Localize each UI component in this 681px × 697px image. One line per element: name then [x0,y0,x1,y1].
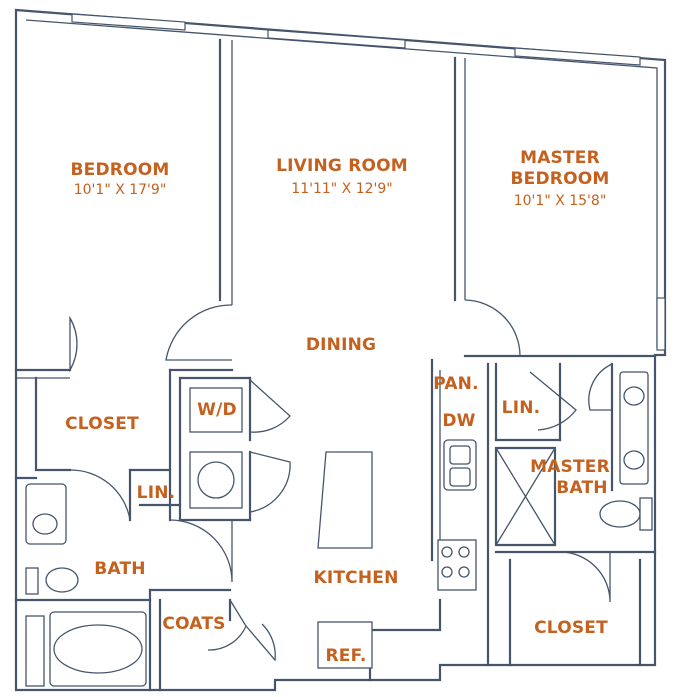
room-label-linen-master: LIN. [501,398,541,418]
door-swings [69,299,613,662]
room-label-closet-master: CLOSET [534,618,608,638]
room-label-bath: BATH [94,559,146,579]
room-label-dishwasher: DW [442,411,476,431]
interior-walls [14,38,657,692]
room-label-master-bath-2: BATH [556,478,608,498]
room-label-master-bath-1: MASTER [530,457,610,477]
outer-wall [14,8,667,692]
room-label-master-bedroom-2: BEDROOM [510,169,610,189]
outer-wall-inner-line [25,19,658,348]
room-label-pantry: PAN. [433,374,479,394]
room-label-bedroom: BEDROOM [70,160,170,180]
room-label-refrigerator: REF. [325,646,367,666]
right-window [656,297,666,351]
room-label-linen-hall: LIN. [136,483,176,503]
room-label-master-bedroom-1: MASTER [520,148,600,168]
room-size-master-bedroom: 10'1" X 15'8" [513,193,607,209]
room-label-coats: COATS [162,614,226,634]
room-size-living-room: 11'11" X 12'9" [291,181,393,197]
room-label-closet-left: CLOSET [65,414,139,434]
room-label-dining: DINING [305,335,377,355]
top-windows [71,13,641,66]
room-label-kitchen: KITCHEN [313,568,399,588]
room-label-living-room: LIVING ROOM [276,156,408,176]
room-label-wd: W/D [197,400,237,420]
room-size-bedroom: 10'1" X 17'9" [73,182,167,198]
